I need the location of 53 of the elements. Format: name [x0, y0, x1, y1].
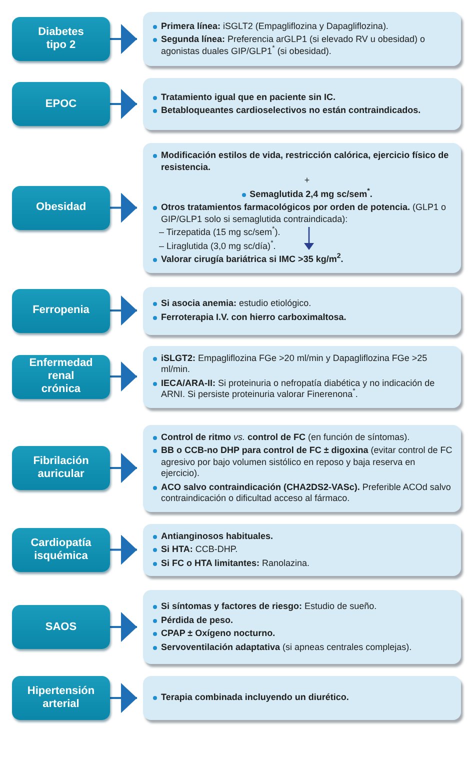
bullet-text: Valorar cirugía bariátrica si IMC >35 kg/m$^{2}$.: [153, 254, 453, 266]
topic-box: Fibrilación auricular: [12, 446, 110, 490]
content-panel: [143, 346, 461, 408]
arrow: [110, 612, 137, 642]
plus-sign: +: [303, 175, 311, 186]
content-panel: [143, 286, 461, 334]
bullet-text: CPAP ± Oxígeno nocturno.: [153, 628, 453, 640]
topic-box: Hipertensión arterial: [12, 676, 110, 720]
content-panel: [143, 143, 461, 272]
bullet-text: Pérdida de peso.: [153, 614, 453, 626]
arrow: [110, 362, 137, 392]
bullet-text: iSLGT2: Empagliflozina FGe >20 ml/min y Dapagliflozina FGe >25 ml/min.: [153, 352, 453, 376]
bullet-text: ACO salvo contraindicación (CHA2DS2-VASc). Preferible ACOd salvo contraindicación o dificultad acceso al fármaco.: [153, 482, 453, 504]
bullet-text: Si síntomas y factores de riesgo: Estudio de sueño.: [153, 601, 453, 612]
bullet-text: Terapia combinada incluyendo un diurético.: [153, 692, 453, 704]
topic-box: Obesidad: [12, 186, 110, 230]
bullet-text: BB o CCB-no DHP para control de FC ± digoxina (evitar control de FC agresivo por bajo volumen sistólico en reposo y baja reserva en ejercicio).: [153, 445, 453, 480]
content-panel: [143, 524, 461, 576]
bullet-text: Otros tratamientos farmacológicos por orden de potencia. (GLP1 o GIP/GLP1 solo si semaglutida contraindicada):: [153, 202, 453, 225]
bullet-text: Betabloqueantes cardioselectivos no están contraindicados.: [153, 105, 453, 116]
content-panel: [143, 590, 461, 664]
bullet-text: Si FC o HTA limitantes: Ranolazina.: [153, 558, 453, 569]
bullet-text: Si HTA: CCB-DHP.: [153, 544, 453, 556]
topic-box: Cardiopatía isquémica: [12, 528, 110, 572]
bullet-text: Ferroterapia I.V. con hierro carboximaltosa.: [153, 312, 453, 323]
topic-box: Diabetes tipo 2: [12, 17, 110, 61]
arrow: [110, 534, 137, 565]
arrow: [110, 453, 137, 483]
arrow: [110, 683, 137, 713]
bullet-text: Semaglutida 2,4 mg sc/sem$^{*}$.: [242, 188, 372, 200]
bullet-text: IECA/ARA-II: Si proteinuria o nefropatía diabética y no indicación de ARNI. Si persiste proteinuria valorar Finerenona$^{*}$.: [153, 378, 453, 400]
bullet-text: Servoventilación adaptativa (si apneas centrales complejas).: [153, 642, 453, 653]
topic-box: Ferropenia: [12, 288, 110, 332]
bullet-text: Si asocia anemia: estudio etiológico.: [153, 298, 453, 310]
bullet-text: Primera línea: iSGLT2 (Empagliflozina y Dapagliflozina).: [153, 20, 453, 32]
content-panel: [143, 12, 461, 66]
content-panel: [143, 424, 461, 512]
topic-box: Enfermedad renal crónica: [12, 354, 110, 398]
arrow: [110, 296, 137, 326]
bullet-text: Segunda línea: Preferencia arGLP1 (si elevado RV u obesidad) o agonistas duales GIP/GLP1$^{*}$ (si obesidad).: [153, 34, 453, 58]
bullet-text: Modificación estilos de vida, restricción calórica, ejercicio físico de resistencia.: [153, 150, 453, 173]
topic-box: SAOS: [12, 605, 110, 649]
topic-box: EPOC: [12, 82, 110, 126]
bullet-text: Antianginosos habituales.: [153, 530, 453, 542]
list-item: – Tirzepatida (15 mg sc/sem$^{*}$).: [158, 227, 282, 238]
bullet-text: Control de ritmo vs. control de FC (en función de síntomas).: [153, 432, 453, 443]
content-panel: [143, 676, 461, 720]
bullet-text: Tratamiento igual que en paciente sin IC.: [153, 92, 453, 103]
arrow: [110, 89, 137, 119]
content-panel: [143, 78, 461, 130]
list-item: – Liraglutida (3,0 mg sc/día)$^{*}$.: [158, 240, 277, 252]
arrow: [110, 192, 137, 223]
arrow: [110, 24, 137, 54]
